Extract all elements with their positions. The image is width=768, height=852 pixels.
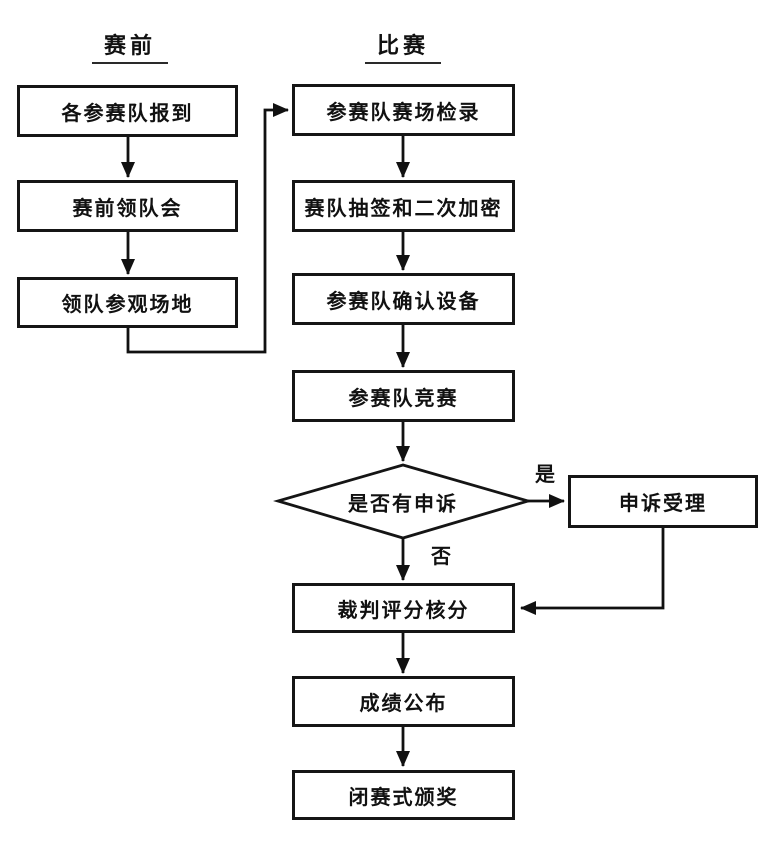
node-appeal-accept: 申诉受理 bbox=[568, 475, 758, 528]
node-venue-tour: 领队参观场地 bbox=[17, 277, 238, 328]
node-judge-score: 裁判评分核分 bbox=[292, 583, 515, 633]
node-checkin: 参赛队赛场检录 bbox=[292, 84, 515, 136]
edge-label-yes: 是 bbox=[535, 462, 555, 486]
node-publish-results: 成绩公布 bbox=[292, 676, 515, 727]
node-leader-meeting: 赛前领队会 bbox=[17, 180, 238, 232]
column-header-pre-competition: 赛前 bbox=[91, 28, 169, 64]
edge-venue-tour-to-checkin bbox=[126, 103, 289, 354]
node-closing-awards: 闭赛式颁奖 bbox=[292, 770, 515, 820]
node-confirm-equipment: 参赛队确认设备 bbox=[292, 273, 515, 325]
column-header-competition: 比赛 bbox=[364, 28, 442, 64]
node-register: 各参赛队报到 bbox=[17, 85, 238, 137]
edge-label-no: 否 bbox=[431, 544, 451, 568]
edge-appeal-accept-to-judge-score bbox=[520, 528, 665, 615]
node-appeal-decision: 是否有申诉 bbox=[348, 491, 458, 516]
node-compete: 参赛队竞赛 bbox=[292, 370, 515, 422]
node-draw-encrypt: 赛队抽签和二次加密 bbox=[292, 180, 515, 232]
